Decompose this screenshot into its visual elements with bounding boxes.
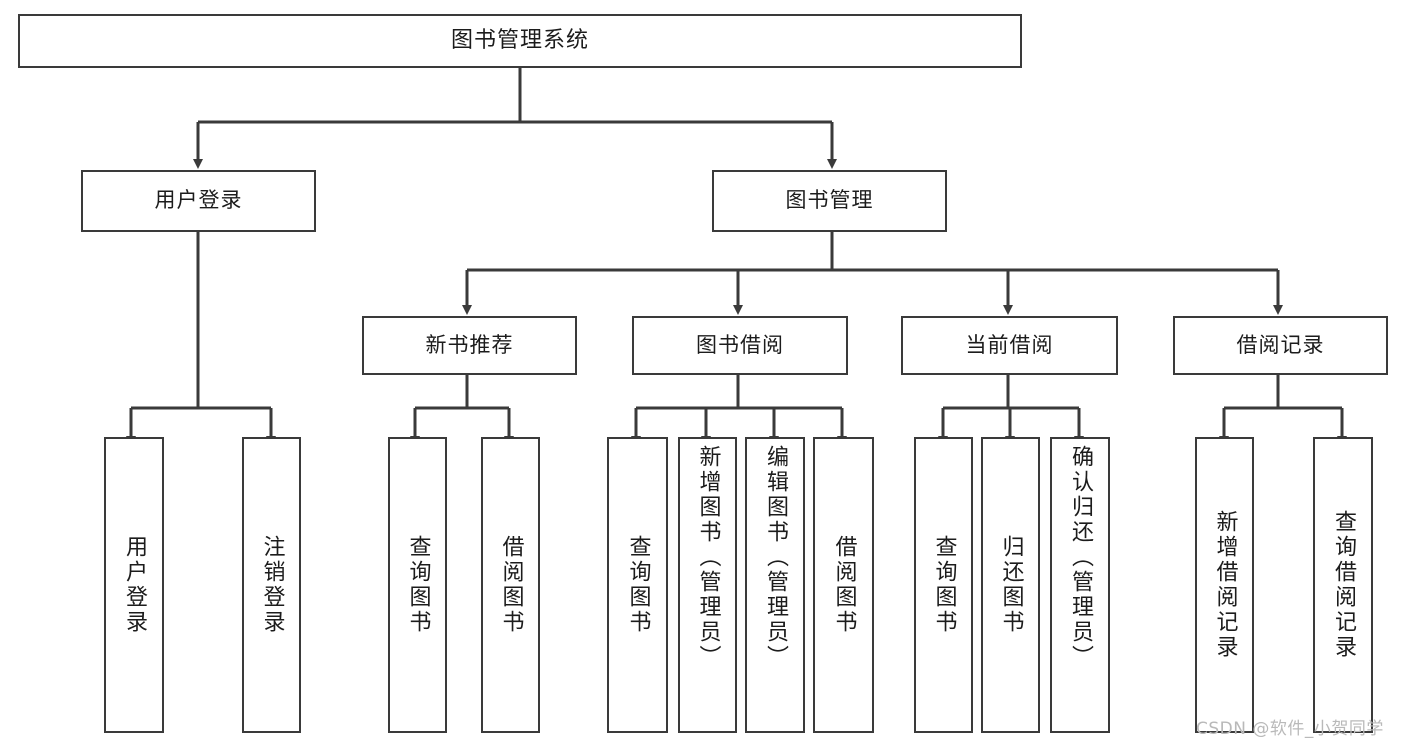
node-leaf-confirm-return[interactable]: 确认归还（管理员） bbox=[1050, 437, 1110, 733]
node-root-label: 图书管理系统 bbox=[450, 27, 589, 53]
node-book-management[interactable]: 图书管理 bbox=[712, 170, 947, 232]
node-borrow-record[interactable]: 借阅记录 bbox=[1173, 316, 1388, 375]
node-book-borrow[interactable]: 图书借阅 bbox=[632, 316, 848, 375]
node-leaf-borrow-book-1-label: 借阅图书 bbox=[498, 535, 524, 635]
node-current-borrow[interactable]: 当前借阅 bbox=[901, 316, 1118, 375]
node-leaf-logout[interactable]: 注销登录 bbox=[242, 437, 301, 733]
node-current-borrow-label: 当前借阅 bbox=[965, 332, 1054, 357]
node-leaf-query-book-2[interactable]: 查询图书 bbox=[607, 437, 668, 733]
node-leaf-query-book-3-label: 查询图书 bbox=[931, 535, 957, 635]
node-leaf-borrow-book-1[interactable]: 借阅图书 bbox=[481, 437, 540, 733]
node-new-book-recommend-label: 新书推荐 bbox=[425, 332, 514, 357]
node-leaf-query-book-1-label: 查询图书 bbox=[405, 535, 431, 635]
node-root[interactable]: 图书管理系统 bbox=[18, 14, 1022, 68]
node-leaf-add-book-label: 新增图书（管理员） bbox=[695, 445, 721, 670]
csdn-watermark: CSDN @软件_小贺同学 bbox=[1196, 719, 1384, 739]
node-leaf-add-borrow-record-label: 新增借阅记录 bbox=[1212, 510, 1238, 660]
node-leaf-borrow-book-2-label: 借阅图书 bbox=[831, 535, 857, 635]
node-book-borrow-label: 图书借阅 bbox=[696, 332, 784, 357]
node-user-login[interactable]: 用户登录 bbox=[81, 170, 316, 232]
node-leaf-user-login[interactable]: 用户登录 bbox=[104, 437, 164, 733]
node-borrow-record-label: 借阅记录 bbox=[1236, 332, 1325, 357]
node-book-management-label: 图书管理 bbox=[785, 188, 874, 213]
node-leaf-add-book[interactable]: 新增图书（管理员） bbox=[678, 437, 737, 733]
node-leaf-edit-book[interactable]: 编辑图书（管理员） bbox=[745, 437, 805, 733]
node-leaf-user-login-label: 用户登录 bbox=[121, 535, 147, 635]
node-leaf-return-book[interactable]: 归还图书 bbox=[981, 437, 1040, 733]
node-leaf-query-book-3[interactable]: 查询图书 bbox=[914, 437, 973, 733]
node-leaf-query-book-2-label: 查询图书 bbox=[625, 535, 651, 635]
node-leaf-logout-label: 注销登录 bbox=[259, 535, 285, 635]
node-leaf-return-book-label: 归还图书 bbox=[998, 535, 1024, 635]
node-user-login-label: 用户登录 bbox=[154, 188, 243, 213]
node-leaf-query-borrow-record[interactable]: 查询借阅记录 bbox=[1313, 437, 1373, 733]
node-new-book-recommend[interactable]: 新书推荐 bbox=[362, 316, 577, 375]
node-leaf-query-borrow-record-label: 查询借阅记录 bbox=[1330, 510, 1356, 660]
node-leaf-edit-book-label: 编辑图书（管理员） bbox=[762, 445, 788, 670]
node-leaf-borrow-book-2[interactable]: 借阅图书 bbox=[813, 437, 874, 733]
node-leaf-add-borrow-record[interactable]: 新增借阅记录 bbox=[1195, 437, 1254, 733]
node-leaf-query-book-1[interactable]: 查询图书 bbox=[388, 437, 447, 733]
node-leaf-confirm-return-label: 确认归还（管理员） bbox=[1067, 445, 1093, 670]
